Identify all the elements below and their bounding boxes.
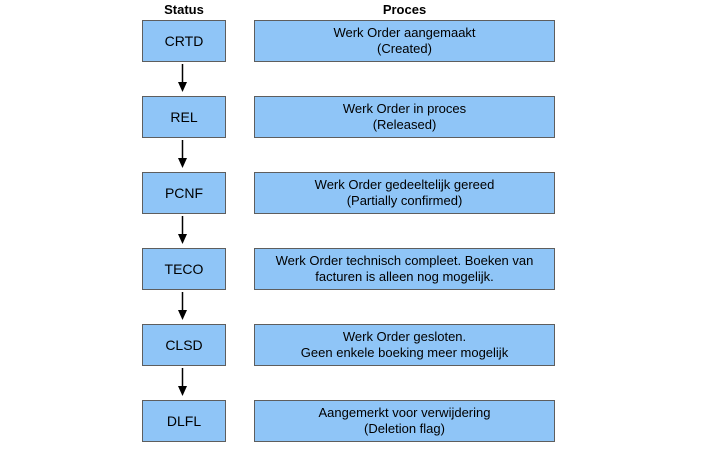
- proces-text-line2: facturen is alleen nog mogelijk.: [315, 269, 494, 284]
- proces-text-line2: (Created): [377, 41, 432, 56]
- proces-text-line2: (Deletion flag): [364, 421, 445, 436]
- proces-text-line1: Werk Order gesloten.: [342, 329, 467, 344]
- proces-text-line1: Werk Order aangemaakt: [333, 25, 476, 40]
- status-box-pcnf: PCNF: [142, 172, 226, 214]
- proces-box-pcnf: Werk Order gedeeltelijk gereed (Partiall…: [254, 172, 555, 214]
- status-box-dlfl: DLFL: [142, 400, 226, 442]
- proces-box-clsd: Werk Order gesloten. Geen enkele boeking…: [254, 324, 555, 366]
- arrow-pcnf-to-teco: [178, 216, 187, 244]
- proces-box-teco: Werk Order technisch compleet. Boeken va…: [254, 248, 555, 290]
- proces-text-line1: Werk Order gedeeltelijk gereed: [314, 177, 495, 192]
- proces-text-line1: Aangemerkt voor verwijdering: [318, 405, 491, 420]
- arrow-crtd-to-rel: [178, 64, 187, 92]
- status-box-rel: REL: [142, 96, 226, 138]
- proces-text-line1: Werk Order technisch compleet. Boeken va…: [275, 253, 534, 268]
- proces-box-rel: Werk Order in proces (Released): [254, 96, 555, 138]
- arrow-teco-to-clsd: [178, 292, 187, 320]
- arrow-rel-to-pcnf: [178, 140, 187, 168]
- status-box-crtd: CRTD: [142, 20, 226, 62]
- proces-text-line2: (Partially confirmed): [346, 193, 463, 208]
- status-box-clsd: CLSD: [142, 324, 226, 366]
- proces-text-line2: Geen enkele boeking meer mogelijk: [300, 345, 509, 360]
- proces-column-header: Proces: [382, 2, 427, 17]
- arrow-clsd-to-dlfl: [178, 368, 187, 396]
- status-column-header: Status: [164, 2, 204, 17]
- proces-box-dlfl: Aangemerkt voor verwijdering (Deletion f…: [254, 400, 555, 442]
- proces-text-line2: (Released): [372, 117, 437, 132]
- proces-text-line1: Werk Order in proces: [342, 101, 467, 116]
- status-box-teco: TECO: [142, 248, 226, 290]
- proces-box-crtd: Werk Order aangemaakt (Created): [254, 20, 555, 62]
